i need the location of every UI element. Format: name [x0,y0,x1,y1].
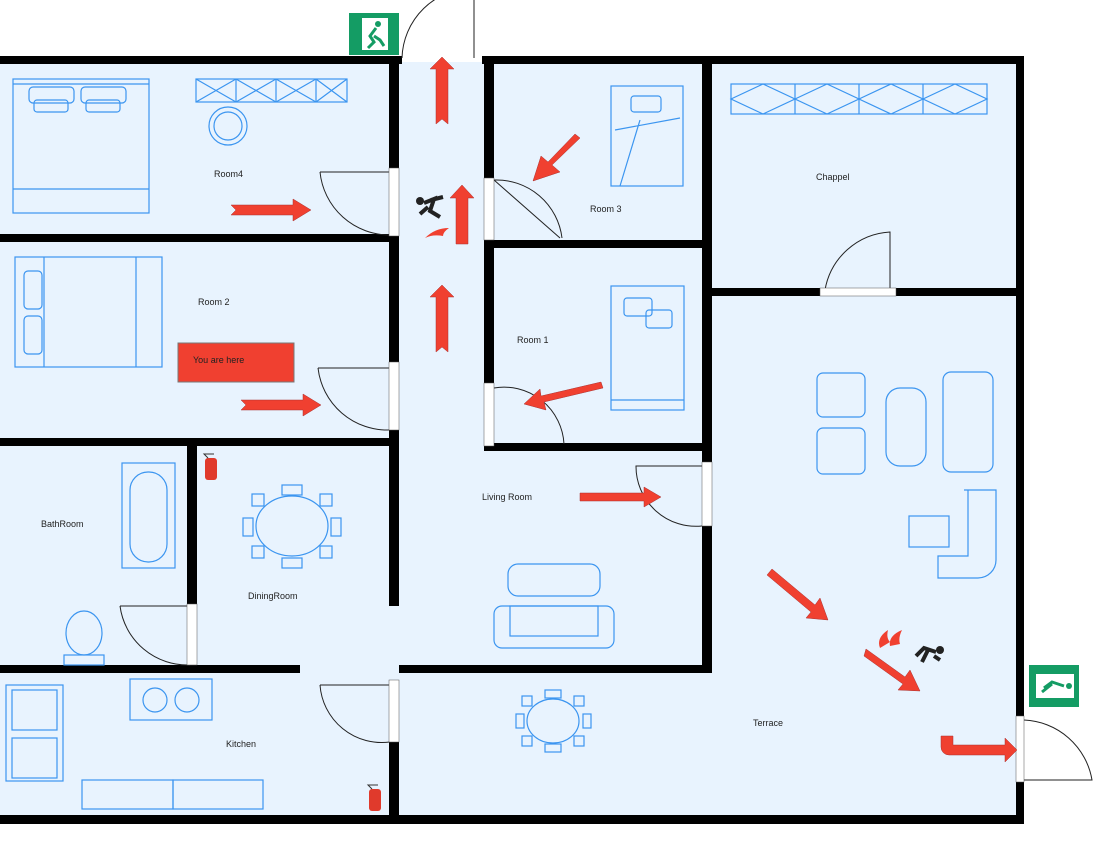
fire-hazard-person-icon [416,195,449,238]
lounge-set [816,371,997,579]
emergency-exit-sign-icon [349,13,399,55]
fire-extinguisher-icon [202,453,217,480]
bed-room3 [610,85,684,187]
evacuation-arrow [863,648,921,692]
dining-table [242,484,342,569]
room-label-diningroom: DiningRoom [248,591,298,601]
you-are-here-marker: You are here [177,342,295,383]
terrace-table [515,689,592,753]
evacuation-arrow [523,381,604,411]
room-label-bathroom: BathRoom [41,519,84,529]
bed-room2 [14,256,163,368]
stove [129,678,213,721]
shelf-chappel [729,83,989,115]
emergency-exit-sign-icon [1029,665,1079,707]
fire-hazard-person-icon [879,630,944,663]
evacuation-arrow [579,486,662,508]
evacuation-arrow [240,393,322,417]
evacuation-arrow [429,284,455,353]
bed-room1 [610,285,685,411]
evacuation-arrows [230,56,1018,763]
evacuation-arrow [449,184,475,245]
you-are-here-label: You are here [193,355,244,365]
fire-extinguisher-icon [366,784,381,811]
kitchen-sink [5,684,64,782]
evacuation-arrow [940,735,1018,763]
bathtub [121,462,176,569]
room-label-chappel: Chappel [816,172,850,182]
evacuation-arrow [230,198,312,222]
room-label-room4: Room4 [214,169,243,179]
evacuation-arrow [532,133,581,182]
room-label-living-room: Living Room [482,492,532,502]
room-label-room2: Room 2 [198,297,230,307]
evacuation-arrow [429,56,455,125]
doors [119,0,1093,783]
toilet [63,610,105,666]
bed-room4 [12,78,150,214]
furniture [5,78,997,810]
living-sofa [493,563,615,649]
room-label-room1: Room 1 [517,335,549,345]
kitchen-counter [81,779,264,810]
chair-room4 [208,106,248,146]
room-label-room3: Room 3 [590,204,622,214]
evacuation-arrow [766,568,829,621]
wardrobe-room4 [195,78,348,103]
walls [0,56,1024,824]
room-label-kitchen: Kitchen [226,739,256,749]
room-label-terrace: Terrace [753,718,783,728]
